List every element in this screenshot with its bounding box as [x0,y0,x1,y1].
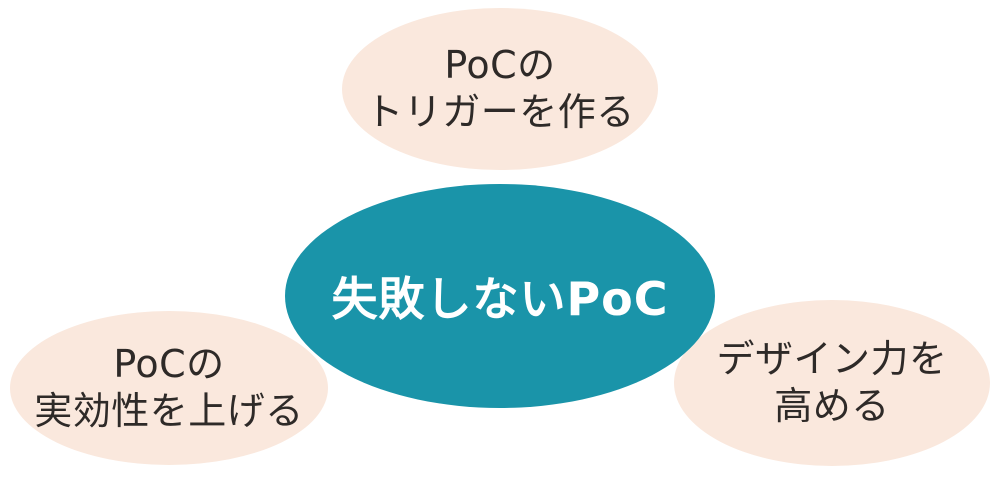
center-ellipse-core-message: 失敗しないPoC [285,184,715,408]
satellite-ellipse-poc-trigger: PoCの トリガーを作る [342,8,658,170]
satellite-ellipse-design-skill: デザイン力を 高める [674,300,990,466]
satellite-label-line: 高める [774,384,890,428]
satellite-ellipse-poc-effectiveness: PoCの 実効性を上げる [10,311,328,465]
satellite-label-line: 実効性を上げる [34,389,304,433]
center-label: 失敗しないPoC [331,272,669,326]
satellite-label-line: PoCの [113,341,225,386]
satellite-label-line: デザイン力を [716,336,948,381]
satellite-label-line: トリガーを作る [365,90,635,134]
satellite-label-line: PoCの [444,42,556,87]
